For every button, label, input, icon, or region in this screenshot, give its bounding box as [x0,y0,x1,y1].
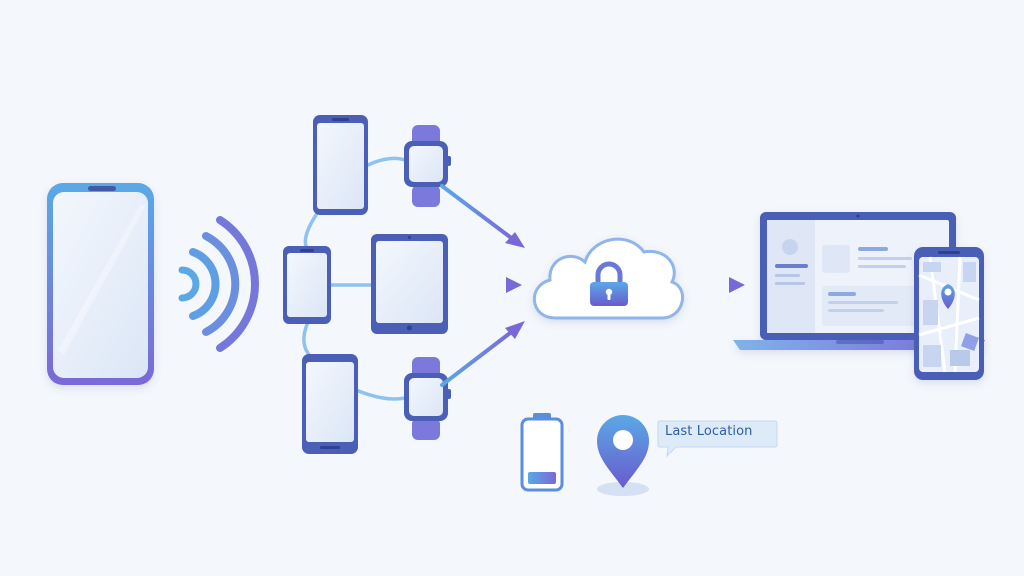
nearby-phone-middle [283,246,331,324]
last-location-label: Last Location [665,424,753,439]
smartwatch-icon [404,125,451,207]
nearby-phone-top [313,115,368,215]
last-location-bubble [657,420,778,458]
battery-low-icon [520,413,564,492]
lost-phone-icon [47,183,154,385]
arrow-to-owner [688,277,745,293]
signal-waves-icon [178,216,259,352]
arrows-to-cloud [440,184,525,387]
nearby-phone-bottom [302,354,358,454]
smartwatch-bottom-icon [404,357,451,440]
location-pin-icon [597,415,649,496]
nearby-tablet-icon [371,234,448,334]
laptop-icon [733,212,985,350]
map-phone-icon [914,247,984,380]
cloud-lock-icon [532,237,684,320]
